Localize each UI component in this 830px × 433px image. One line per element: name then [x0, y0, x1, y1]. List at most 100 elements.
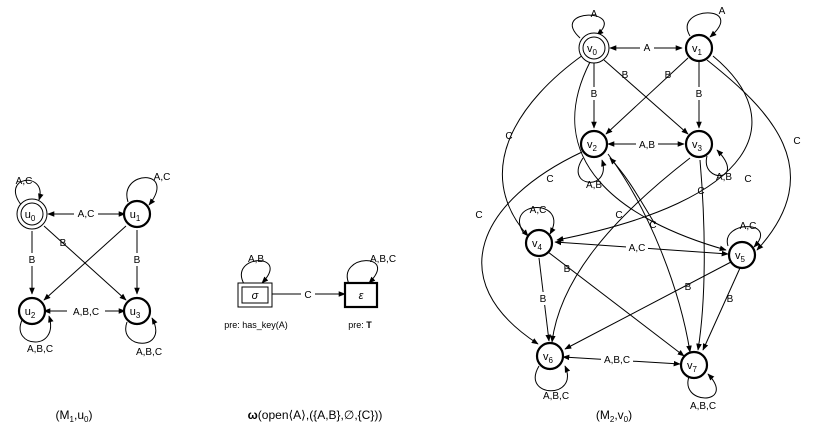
m2-label-c2: C [546, 174, 553, 185]
m1-label-u0-u2: B [29, 255, 36, 266]
m1-node-u3: u3 [122, 296, 152, 326]
m2-c-v1-v4 [556, 55, 753, 242]
m1-label-loop-u2: A,B,C [27, 344, 53, 355]
svg-text:u2: u2 [25, 306, 36, 320]
m2-edge-v5-v7 [702, 267, 741, 351]
m2-label-c3: C [793, 136, 800, 147]
m2-label-loop-v6: A,B,C [543, 391, 569, 402]
m2-label-loop-v1: A [719, 6, 726, 17]
sigma-node: σ [237, 282, 273, 308]
m1-node-u2: u2 [17, 296, 47, 326]
m2-loop-v7 [687, 373, 717, 399]
m2-edge-v1-v2 [605, 57, 689, 135]
m2-loop-v2 [577, 157, 607, 183]
m2-label-c6: C [615, 210, 622, 221]
svg-text:v2: v2 [587, 139, 598, 153]
m2-label-v2-v3: A,B [639, 140, 655, 151]
m1-label-loop-u3: A,B,C [136, 347, 162, 358]
m1-edge-u1-u2 [43, 225, 127, 301]
eps-loop-label: A,B,C [370, 254, 396, 265]
m2-label-c7: C [649, 220, 656, 231]
m2-label-c1: C [505, 131, 512, 142]
sigma-precondition: pre: has_key(A) [224, 320, 288, 330]
svg-text:σ: σ [252, 290, 259, 302]
m2-edge-v4-v7 [547, 251, 685, 357]
m1-caption: (M1,u0) [56, 408, 93, 424]
svg-text:u1: u1 [130, 209, 141, 223]
m1-loop-u0 [14, 179, 44, 207]
m2-loop-v4 [519, 207, 556, 235]
m2-label-v4-v5: A,C [629, 243, 646, 254]
m2-node-v5: v5 [727, 240, 757, 270]
m2-c-v2-v7 [607, 153, 692, 353]
m1-label-loop-u0: A,C [16, 176, 33, 187]
m2-label-loop-v2: A,B [586, 180, 602, 191]
epsilon-precondition: pre: T [348, 320, 372, 330]
m2-loop-v0 [571, 14, 605, 39]
sigma-eps-label: C [304, 290, 311, 301]
m2-c-extra [609, 157, 656, 225]
svg-text:v3: v3 [692, 139, 703, 153]
m2-label-v0-v2: B [591, 89, 598, 100]
m2-label-v0-v1: A [644, 43, 651, 54]
m2-c-v1-v5 [706, 59, 791, 251]
m2-node-v7: v7 [679, 350, 709, 380]
m2-label-loop-v3: A,B [716, 172, 732, 183]
m2-node-v6: v6 [535, 341, 565, 371]
m2-caption: (M2,v0) [596, 408, 632, 424]
m2-label-loop-v7: A,B,C [690, 401, 716, 412]
m1-label-u0-u3: B [60, 238, 67, 249]
m2-label-c4: C [744, 174, 751, 185]
m2-label-v4-v6: B [540, 294, 547, 305]
m1-loop-u1 [126, 177, 158, 206]
m2-label-loop-v5: A,C [740, 221, 757, 232]
m2-label-c5: C [475, 210, 482, 221]
eps-loop [346, 260, 378, 285]
m2-label-loop-v4: A,C [530, 205, 547, 216]
m2-loop-v6 [534, 365, 571, 392]
m2-label-v6-v7: A,B,C [604, 355, 630, 366]
svg-text:u3: u3 [130, 306, 141, 320]
m2-edge-v5-v6 [564, 261, 732, 350]
m2-c-v0-v5 [574, 61, 727, 251]
epsilon-node: ε [343, 281, 379, 309]
middle-caption: ω(open⟨A⟩,({A,B},∅,{C})) [248, 408, 383, 422]
m2-node-v4: v4 [524, 228, 554, 258]
svg-text:v0: v0 [587, 43, 598, 57]
m2-loop-v1 [686, 12, 722, 38]
m2-c-v2-v6 [481, 151, 583, 345]
m2-node-v2: v2 [579, 129, 609, 159]
m2-c-v3-v7 [696, 159, 705, 351]
m2-label-v4-v7: B [564, 264, 571, 275]
m1-loop-u3 [125, 317, 158, 344]
svg-text:v5: v5 [735, 250, 746, 264]
m2-label-loop-v0: A [591, 9, 598, 20]
svg-text:u0: u0 [25, 209, 36, 223]
m2-label-v5-v7: B [727, 294, 734, 305]
m2-loop-v3 [705, 149, 729, 176]
m1-graph: A,C A,B,C B B B A,C A,C A,B,C A,B,C u0 u… [14, 172, 171, 424]
svg-text:v4: v4 [532, 238, 543, 252]
m2-c-v3-v6 [550, 157, 691, 343]
m2-node-v3: v3 [684, 129, 714, 159]
sigma-loop [241, 260, 271, 285]
m1-loop-u2 [19, 315, 54, 343]
middle-graph: C A,B A,B,C σ ε pre: has_key(A) pre: T ω… [224, 254, 396, 422]
m2-label-v0-v3: B [622, 70, 629, 81]
m1-label-u0-u1: A,C [78, 209, 95, 220]
svg-text:v1: v1 [692, 43, 703, 57]
m1-label-u2-u3: A,B,C [73, 307, 99, 318]
m1-label-loop-u1: A,C [154, 172, 171, 183]
svg-text:v6: v6 [543, 351, 554, 365]
m2-node-v1: v1 [684, 33, 714, 63]
m1-node-u1: u1 [122, 199, 152, 229]
m2-c-v0-v4 [501, 54, 584, 237]
m2-loop-v5 [726, 226, 762, 248]
svg-text:ε: ε [359, 290, 364, 302]
m1-node-u0: u0 [16, 198, 48, 230]
svg-text:v7: v7 [687, 360, 698, 374]
m2-node-v0: v0 [578, 32, 610, 64]
m2-label-v5-v6: B [685, 282, 692, 293]
m1-label-u1-u3: B [134, 255, 141, 266]
